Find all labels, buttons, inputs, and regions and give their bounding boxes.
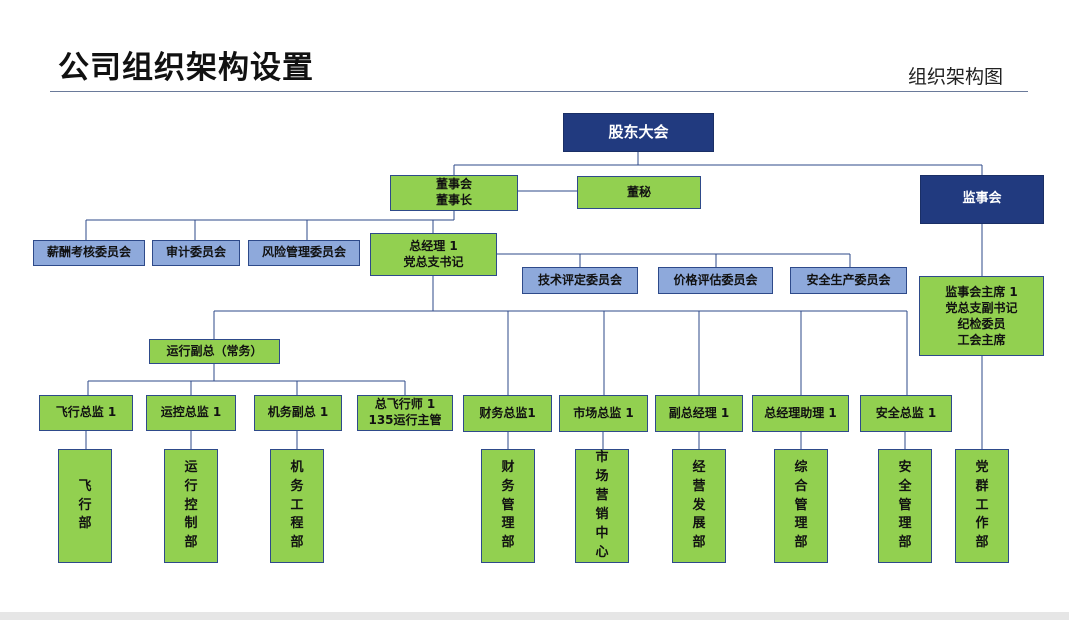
- department-label: 飞行部: [78, 478, 92, 532]
- node-audit-committee: 审计委员会: [152, 240, 240, 266]
- node-safety-committee: 安全生产委员会: [790, 267, 907, 294]
- node-flight-director: 飞行总监 1: [39, 395, 133, 431]
- node-safety-director: 安全总监 1: [860, 395, 952, 432]
- node-supervisory-board: 监事会: [920, 175, 1044, 224]
- node-compensation-committee: 薪酬考核委员会: [33, 240, 145, 266]
- node-tech-committee: 技术评定委员会: [522, 267, 638, 294]
- node-maintenance-vp: 机务副总 1: [254, 395, 342, 431]
- node-gm-assistant: 总经理助理 1: [752, 395, 849, 432]
- department-label: 运行控制部: [184, 459, 198, 551]
- node-risk-committee: 风险管理委员会: [248, 240, 360, 266]
- dept-development: 经营发展部: [672, 449, 726, 563]
- node-price-committee: 价格评估委员会: [658, 267, 773, 294]
- dept-maintenance: 机务工程部: [270, 449, 324, 563]
- footer-band: [0, 612, 1069, 620]
- node-shareholders-meeting: 股东大会: [563, 113, 714, 152]
- dept-flight: 飞行部: [58, 449, 112, 563]
- title-divider: [50, 91, 1028, 92]
- node-board-secretary: 董秘: [577, 176, 701, 209]
- node-finance-director: 财务总监1: [463, 395, 552, 432]
- node-board-of-directors: 董事会董事长: [390, 175, 518, 211]
- dept-admin: 综合管理部: [774, 449, 828, 563]
- department-label: 经营发展部: [692, 459, 706, 551]
- dept-ops-control: 运行控制部: [164, 449, 218, 563]
- department-label: 综合管理部: [794, 459, 808, 551]
- page-subtitle: 组织架构图: [908, 66, 1004, 88]
- dept-safety: 安全管理部: [878, 449, 932, 563]
- node-ops-vp: 运行副总（常务）: [149, 339, 280, 364]
- node-market-director: 市场总监 1: [559, 395, 648, 432]
- department-label: 党群工作部: [975, 459, 989, 551]
- node-ops-control-director: 运控总监 1: [146, 395, 236, 431]
- dept-marketing: 市场营销中心: [575, 449, 629, 563]
- node-deputy-gm: 副总经理 1: [655, 395, 743, 432]
- department-label: 市场营销中心: [595, 450, 609, 560]
- dept-finance: 财务管理部: [481, 449, 535, 563]
- department-label: 安全管理部: [898, 459, 912, 551]
- department-label: 财务管理部: [501, 459, 515, 551]
- node-supervisory-chair: 监事会主席 1 党总支副书记 纪检委员 工会主席: [919, 276, 1044, 356]
- page-title: 公司组织架构设置: [58, 50, 314, 86]
- dept-party: 党群工作部: [955, 449, 1009, 563]
- department-label: 机务工程部: [290, 459, 304, 551]
